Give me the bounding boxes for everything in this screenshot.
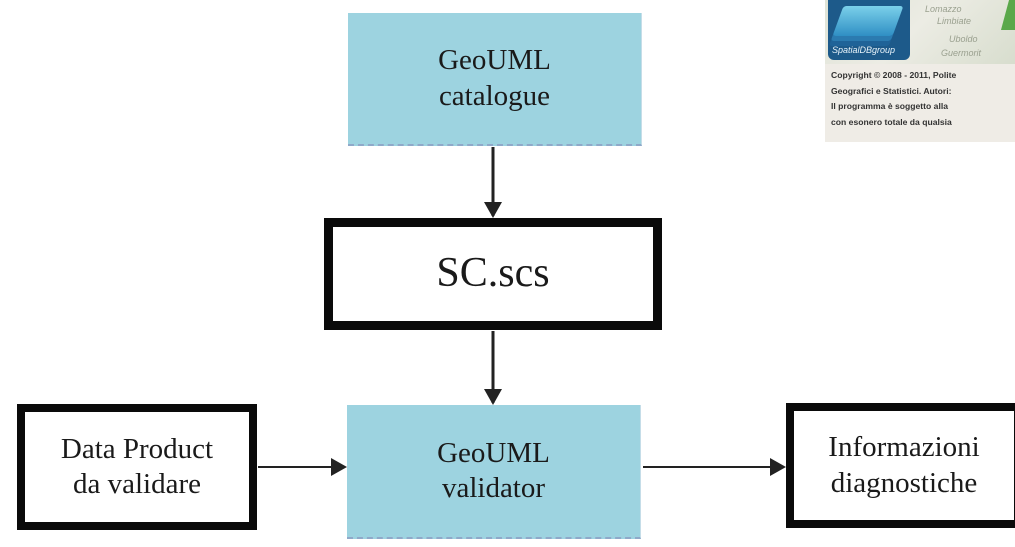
info-line2: diagnostiche — [830, 466, 978, 499]
map-label: Guermorit — [941, 48, 982, 58]
catalogue-line1: GeoUML — [438, 44, 551, 77]
copyright-line: Geografici e Statistici. Autori: — [831, 85, 952, 96]
validator-line2: validator — [441, 472, 546, 504]
data-product-line2: da validare — [72, 468, 201, 500]
copyright-line: Copyright © 2008 - 2011, Polite — [831, 70, 957, 80]
catalogue-line2: catalogue — [438, 79, 551, 112]
layers-icon — [832, 6, 904, 36]
logo-text: SpatialDBgroup — [832, 45, 896, 55]
geouml-validator-node: GeoUML validator — [347, 405, 641, 539]
spatialdbgroup-logo: SpatialDBgroup — [828, 0, 910, 60]
map-label: Lomazzo — [925, 4, 962, 14]
data-product-node: Data Product da validare — [17, 404, 257, 530]
geouml-catalogue-node: GeoUML catalogue — [348, 13, 642, 146]
map-road-shape — [1000, 0, 1015, 30]
scs-label: SC.scs — [436, 250, 550, 297]
scs-node: SC.scs — [324, 218, 662, 330]
copyright-line: Il programma è soggetto alla — [831, 101, 948, 111]
copyright-line: con esonero totale da qualsia — [831, 116, 952, 127]
splash-logo-panel: Lomazzo Limbiate Uboldo Guermorit Spatia… — [825, 0, 1015, 142]
map-label: Limbiate — [937, 16, 972, 26]
data-product-line1: Data Product — [60, 432, 214, 465]
info-line1: Informazioni — [828, 431, 980, 464]
map-label: Uboldo — [949, 34, 978, 44]
informazioni-diagnostiche-node: Informazioni diagnostiche — [786, 403, 1015, 528]
validator-line1: GeoUML — [437, 436, 550, 469]
copyright-text: Copyright © 2008 - 2011, Polite Geografi… — [831, 68, 1015, 130]
